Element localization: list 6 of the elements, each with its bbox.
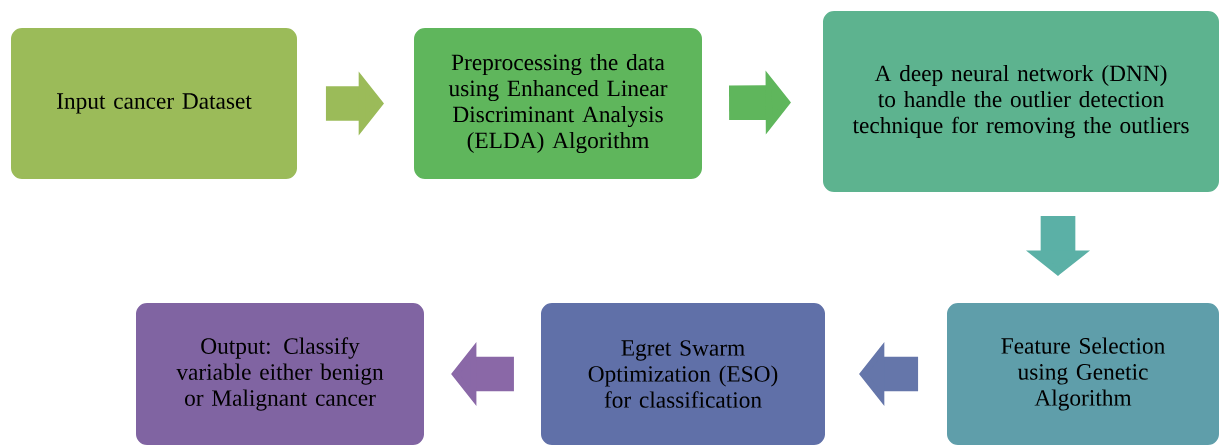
process-box: A deep neural network (DNN) to handle the outlier detection technique for removing the outliers xyxy=(821,9,1221,194)
process-box: Egret Swarm Optimization (ESO) for classification xyxy=(539,301,827,447)
process-box: Input cancer Dataset xyxy=(9,25,299,181)
process-box: Preprocessing the data using Enhanced Linear Discriminant Analysis (ELDA) Algorithm xyxy=(412,25,704,181)
process-box: Output: Classify variable either benign or Malignant cancer xyxy=(134,301,426,447)
process-box: Feature Selection using Genetic Algorithm xyxy=(945,301,1221,447)
